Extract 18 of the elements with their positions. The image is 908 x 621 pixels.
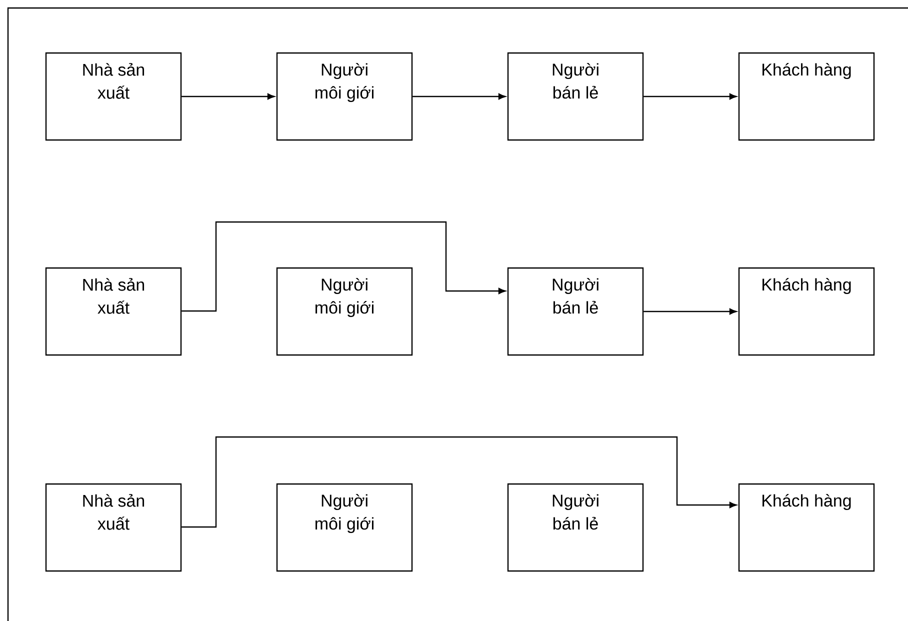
- process-box: Người bán lẻ: [507, 52, 644, 141]
- arrow: [182, 93, 275, 100]
- process-box: Người môi giới: [276, 483, 413, 572]
- process-box: Khách hàng: [738, 52, 875, 141]
- process-box: Người môi giới: [276, 52, 413, 141]
- process-box: Khách hàng: [738, 267, 875, 356]
- process-box: Người bán lẻ: [507, 267, 644, 356]
- arrow: [182, 436, 737, 528]
- process-box: Người môi giới: [276, 267, 413, 356]
- process-box: Khách hàng: [738, 483, 875, 572]
- arrow: [644, 93, 737, 100]
- process-box: Nhà sản xuất: [45, 52, 182, 141]
- arrow: [182, 221, 506, 312]
- process-box: Người bán lẻ: [507, 483, 644, 572]
- process-box: Nhà sản xuất: [45, 267, 182, 356]
- process-box: Nhà sản xuất: [45, 483, 182, 572]
- arrow: [644, 308, 737, 315]
- arrow: [412, 93, 506, 100]
